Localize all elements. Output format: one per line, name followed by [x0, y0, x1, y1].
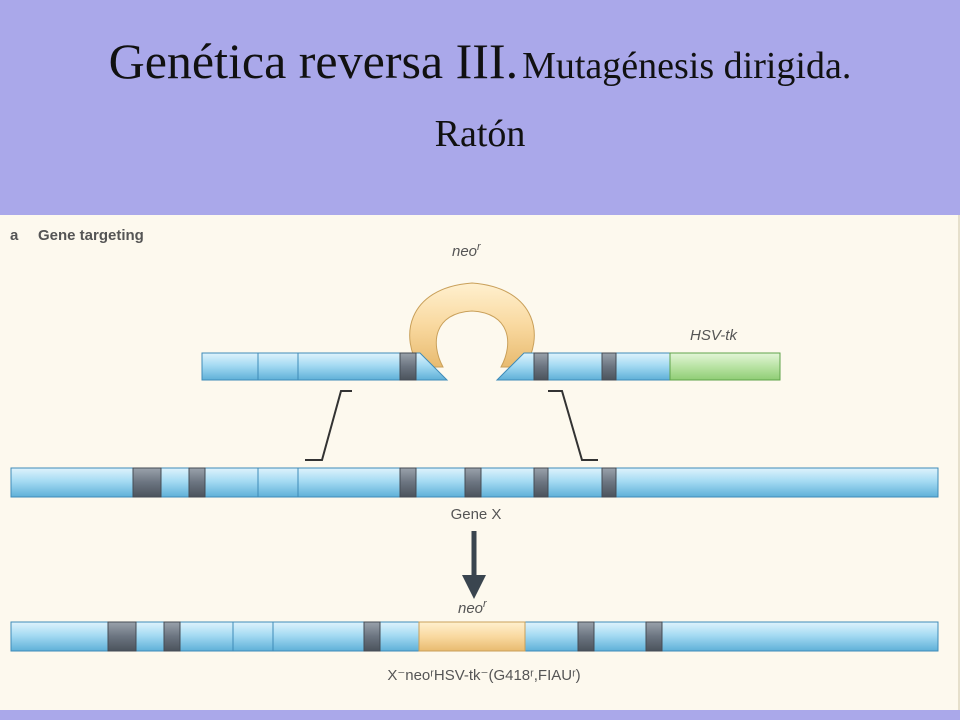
- exon: [645, 621, 663, 652]
- exon: [577, 621, 595, 652]
- exon: [188, 467, 206, 498]
- left-homology-arm: [201, 352, 449, 381]
- title-main: Genética reversa III.: [108, 33, 519, 89]
- slide-title: Genética reversa III. Mutagénesis dirigi…: [0, 32, 960, 90]
- gene-x-label: Gene X: [451, 506, 502, 523]
- exon: [533, 352, 549, 381]
- bottom-strip: [0, 710, 960, 720]
- crossover-right: [548, 390, 598, 461]
- exon: [601, 467, 617, 498]
- gene-targeting-diagram: a Gene targeting neor HSV-tk: [10, 227, 939, 684]
- neo-label-bottom: neor: [458, 598, 488, 617]
- hsv-tk-label: HSV-tk: [690, 327, 738, 344]
- targeted-allele: [10, 621, 939, 652]
- exon: [107, 621, 137, 652]
- gene-targeting-figure: a Gene targeting neor HSV-tk: [0, 215, 960, 710]
- panel-letter: a: [10, 227, 19, 244]
- targeting-vector: [201, 282, 781, 381]
- neo-cassette-loop: [409, 282, 535, 368]
- exon: [399, 352, 417, 381]
- panel-title: Gene targeting: [38, 227, 144, 244]
- title-organism: Ratón: [434, 113, 526, 155]
- exon: [533, 467, 549, 498]
- hsv-tk-cassette: [669, 352, 781, 381]
- neo-label-top: neor: [452, 241, 482, 260]
- exon: [363, 621, 381, 652]
- endogenous-gene-x-locus: [10, 467, 939, 498]
- exon: [601, 352, 617, 381]
- right-homology-arm: [495, 352, 671, 381]
- exon: [132, 467, 162, 498]
- exon: [163, 621, 181, 652]
- targeted-genotype-label: X⁻neoʳHSV-tk⁻(G418ʳ,FIAUʳ): [387, 667, 580, 684]
- title-sub: Mutagénesis dirigida.: [522, 45, 852, 87]
- exon: [464, 467, 482, 498]
- neo-insert: [418, 621, 526, 652]
- crossover-left: [305, 390, 352, 461]
- title-band: Genética reversa III. Mutagénesis dirigi…: [0, 0, 960, 215]
- exon: [399, 467, 417, 498]
- down-arrow-icon: [462, 531, 486, 599]
